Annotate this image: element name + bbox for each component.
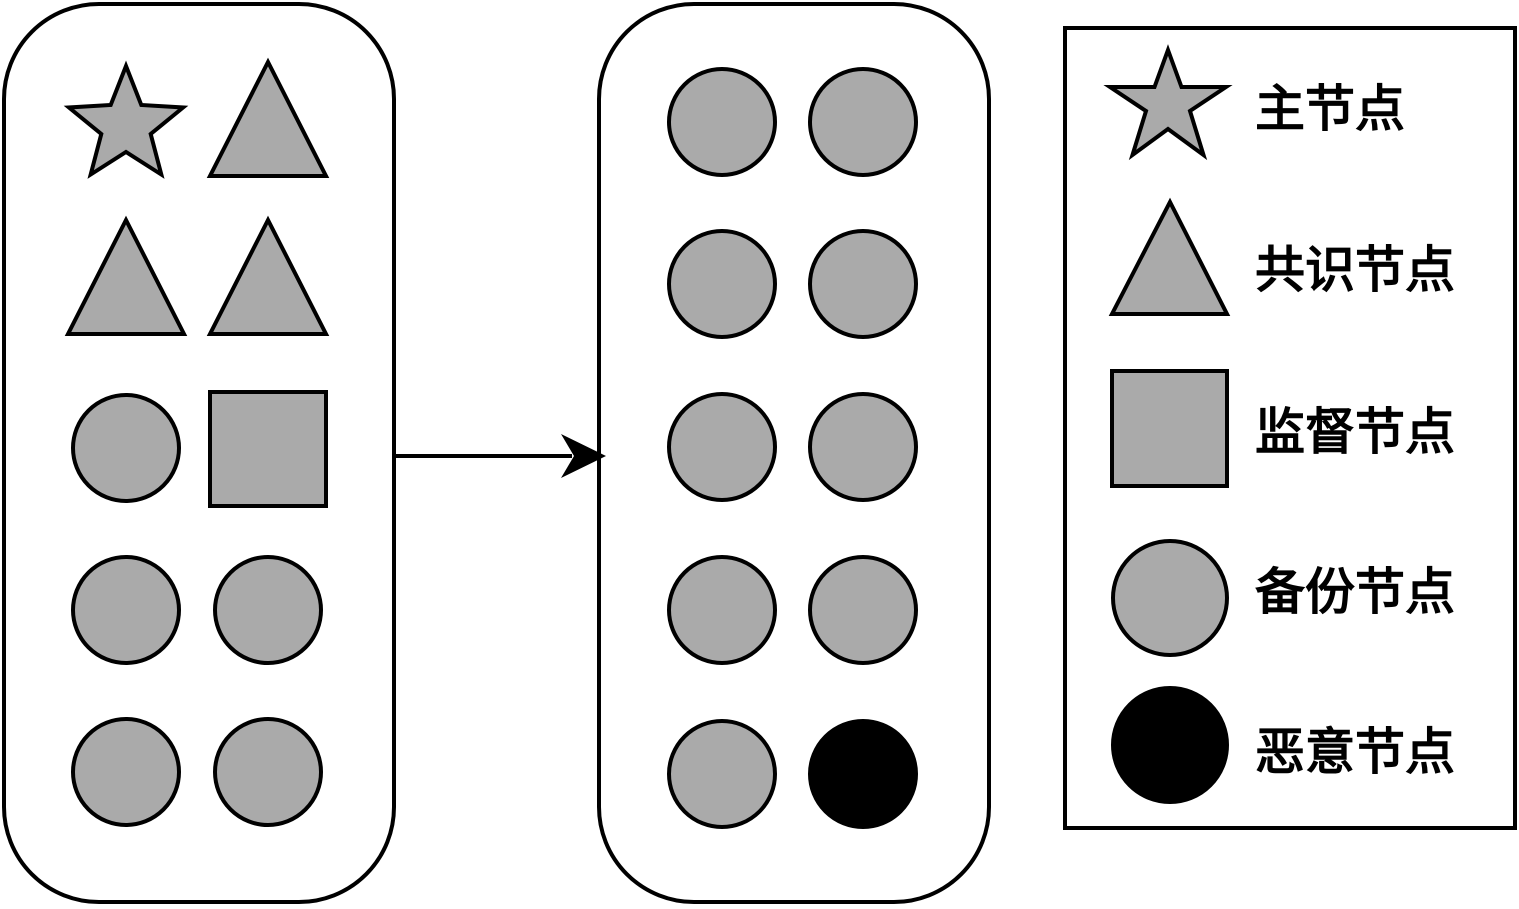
right-node-circle-icon [808,392,918,502]
right-node-circle-icon [667,67,777,177]
square-icon [1110,369,1229,488]
left-node-square-icon [208,390,328,508]
right-node-circle-icon [667,719,777,829]
left-node-triangle-icon [64,215,188,336]
filled-circle-icon [1111,686,1229,804]
legend-label: 主节点 [1255,79,1405,138]
right-node-circle-icon [808,67,918,177]
left-nodes [63,57,330,827]
circle-icon [1111,539,1229,657]
right-node-group [597,2,991,904]
left-node-triangle-icon [206,215,330,336]
left-node-circle-icon [71,555,181,665]
left-node-group [2,2,396,904]
legend-label: 备份节点 [1255,562,1455,621]
legend-item-supervisor-node: 监督节点 [1110,369,1455,488]
right-node-circle-icon [808,229,918,339]
right-nodes [667,67,918,829]
left-node-circle-icon [71,393,181,503]
transition-arrow [396,434,606,478]
right-node-circle-icon [667,229,777,339]
legend: 主节点 共识节点 监督节点 备份节点 恶意节点 [1103,44,1455,804]
legend-label: 监督节点 [1255,402,1455,461]
legend-item-malicious-node: 恶意节点 [1111,686,1455,804]
left-node-star-icon [63,60,189,179]
right-node-circle-icon [808,555,918,665]
right-node-malicious-circle-icon [808,719,918,829]
star-icon [1103,44,1233,161]
left-node-circle-icon [71,717,181,827]
legend-label: 共识节点 [1255,240,1455,299]
legend-item-main-node: 主节点 [1103,44,1405,161]
right-node-circle-icon [667,555,777,665]
legend-label: 恶意节点 [1255,722,1455,781]
left-node-triangle-icon [206,57,330,178]
left-node-circle-icon [213,555,323,665]
left-node-circle-icon [213,717,323,827]
triangle-icon [1108,197,1231,316]
legend-item-consensus-node: 共识节点 [1108,197,1455,316]
right-node-circle-icon [667,392,777,502]
arrow-head-icon [561,434,606,478]
legend-item-backup-node: 备份节点 [1111,539,1455,657]
